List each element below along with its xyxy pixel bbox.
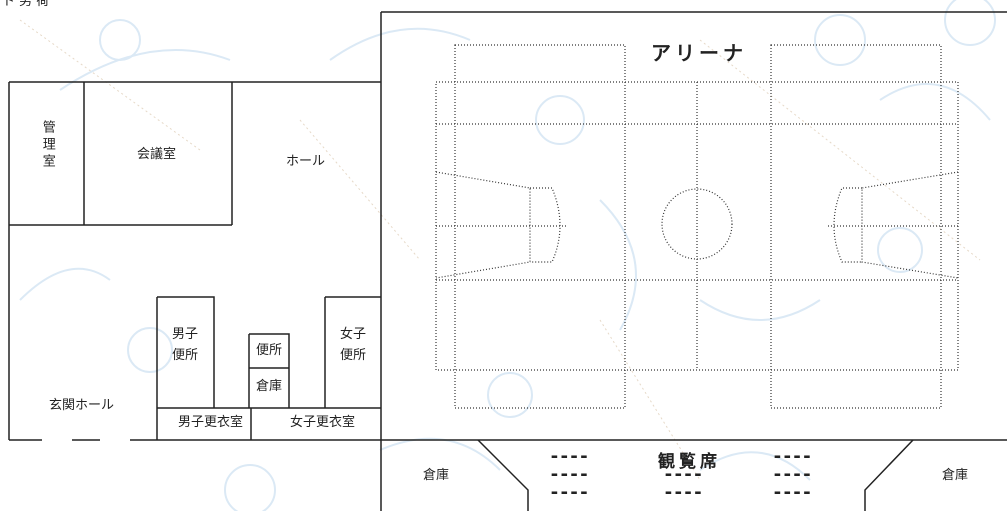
room-men-toilet: 男子 便所	[172, 327, 199, 363]
header-text: ト 男 荷	[2, 0, 50, 9]
storage-right: 倉庫	[942, 468, 969, 483]
arena-title: アリーナ	[651, 41, 747, 65]
room-kanri: 管理室	[39, 120, 55, 171]
room-genkan: 玄関ホール	[49, 398, 115, 413]
room-women-locker: 女子更衣室	[290, 415, 356, 430]
room-kaigi: 会議室	[137, 147, 177, 162]
seat-row-dashes: ----	[663, 482, 703, 503]
room-men-locker: 男子更衣室	[178, 415, 244, 430]
seats-title: 観覧席	[658, 452, 721, 472]
room-storage: 倉庫	[256, 379, 283, 394]
seat-row-dashes: ----	[549, 464, 589, 485]
room-toilet: 便所	[256, 343, 283, 358]
room-women-toilet: 女子 便所	[340, 327, 367, 363]
room-hall: ホール	[286, 154, 326, 169]
seat-row-dashes: ----	[772, 464, 812, 485]
storage-left: 倉庫	[423, 468, 450, 483]
seating-outline	[477, 439, 529, 511]
seat-row-dashes: ----	[549, 482, 589, 503]
seat-row-dashes: ----	[663, 464, 703, 485]
seat-row-dashes: ----	[549, 446, 589, 467]
court-lines	[435, 44, 959, 409]
seat-row-dashes: ----	[772, 482, 812, 503]
seat-row-dashes: ----	[772, 446, 812, 467]
